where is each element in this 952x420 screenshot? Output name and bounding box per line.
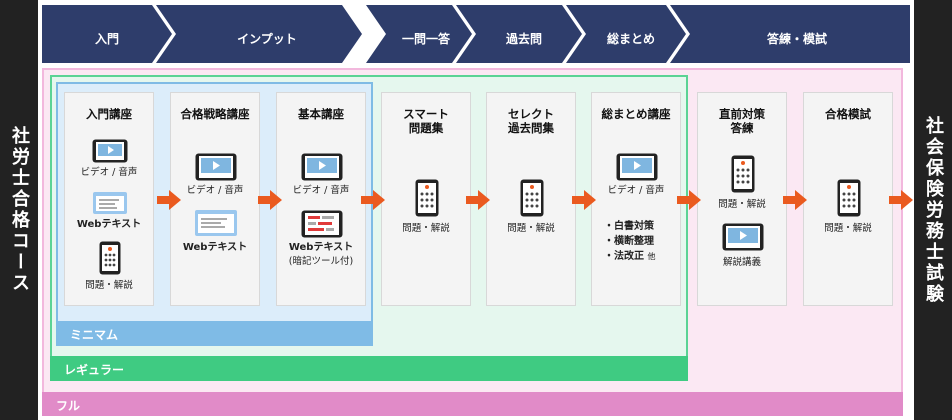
flow-arrow-icon bbox=[572, 190, 596, 210]
qa-label: 問題・解説 bbox=[718, 199, 766, 210]
qa-label: 問題・解説 bbox=[824, 223, 872, 234]
stage-summary: 総まとめ bbox=[606, 31, 655, 46]
card-title: 直前対策答練 bbox=[719, 107, 765, 135]
tablet-video-icon bbox=[195, 153, 237, 181]
phone-qa-icon bbox=[731, 155, 755, 193]
flow-arrow-icon bbox=[361, 190, 385, 210]
memorization-tool-icon bbox=[301, 210, 343, 238]
card-title: 合格模試 bbox=[825, 107, 871, 121]
video-audio-label: ビデオ / 音声 bbox=[186, 185, 244, 196]
web-text-note: (暗記ツール付) bbox=[288, 256, 354, 267]
web-text-icon bbox=[93, 192, 127, 214]
web-text-label: Webテキスト bbox=[182, 242, 248, 253]
tablet-video-icon bbox=[92, 139, 128, 163]
web-text-icon bbox=[195, 210, 237, 236]
stage-input: インプット bbox=[237, 31, 297, 46]
topic-white-paper: ・白書対策 bbox=[604, 221, 654, 232]
flow-arrow-icon bbox=[466, 190, 490, 210]
stage-past-exams: 過去問 bbox=[505, 31, 542, 46]
band-full-label: フル bbox=[42, 392, 903, 416]
qa-label: 問題・解説 bbox=[507, 223, 555, 234]
card-summary-course: 総まとめ講座 ビデオ / 音声 ・白書対策 ・横断整理 ・法改正 他 bbox=[591, 92, 681, 306]
qa-label: 問題・解説 bbox=[85, 280, 133, 291]
topic-law-revision: ・法改正 他 bbox=[604, 251, 656, 262]
card-select-past-exams: セレクト過去問集 問題・解説 bbox=[486, 92, 576, 306]
web-text-label: Webテキスト bbox=[76, 219, 142, 230]
stage-header: 入門 インプット 一問一答 過去問 総まとめ 答練・模試 bbox=[42, 5, 910, 63]
card-title: セレクト過去問集 bbox=[508, 107, 554, 135]
tablet-video-icon bbox=[301, 153, 343, 181]
stage-header-chevrons bbox=[42, 5, 910, 63]
card-title: 入門講座 bbox=[86, 107, 132, 121]
web-text-label: Webテキスト bbox=[288, 242, 354, 253]
card-title: スマート問題集 bbox=[403, 107, 449, 135]
stage-intro: 入門 bbox=[94, 31, 119, 46]
card-smart-workbook: スマート問題集 問題・解説 bbox=[381, 92, 471, 306]
card-final-drill: 直前対策答練 問題・解説 解説講義 bbox=[697, 92, 787, 306]
phone-qa-icon bbox=[415, 179, 439, 217]
video-audio-label: ビデオ / 音声 bbox=[292, 185, 350, 196]
course-name-label: 社労士合格コース bbox=[0, 0, 38, 420]
phone-qa-icon bbox=[99, 241, 121, 275]
summary-topic-list: ・白書対策 ・横断整理 ・法改正 他 bbox=[604, 219, 655, 264]
card-mock-exam: 合格模試 問題・解説 bbox=[803, 92, 893, 306]
card-title: 総まとめ講座 bbox=[601, 107, 671, 121]
card-basic-course: 基本講座 ビデオ / 音声 Webテキスト (暗記ツール付) bbox=[276, 92, 366, 306]
card-title: 合格戦略講座 bbox=[180, 107, 250, 121]
flow-arrow-icon bbox=[889, 190, 913, 210]
flow-arrow-icon bbox=[783, 190, 807, 210]
qa-label: 問題・解説 bbox=[402, 223, 450, 234]
band-minimum-label: ミニマム bbox=[56, 321, 373, 346]
card-intro-course: 入門講座 ビデオ / 音声 Webテキスト 問題・解説 bbox=[64, 92, 154, 306]
video-audio-label: ビデオ / 音声 bbox=[80, 167, 138, 178]
card-strategy-course: 合格戦略講座 ビデオ / 音声 Webテキスト bbox=[170, 92, 260, 306]
band-regular-label: レギュラー bbox=[50, 356, 688, 381]
video-audio-label: ビデオ / 音声 bbox=[607, 185, 665, 196]
phone-qa-icon bbox=[837, 179, 861, 217]
flow-arrow-icon bbox=[157, 190, 181, 210]
tablet-video-icon bbox=[722, 223, 764, 251]
topic-cross-sectional: ・横断整理 bbox=[604, 236, 654, 247]
lecture-label: 解説講義 bbox=[722, 257, 761, 268]
flow-arrow-icon bbox=[677, 190, 701, 210]
stage-drill-mock: 答練・模試 bbox=[766, 31, 827, 46]
flow-arrow-icon bbox=[258, 190, 282, 210]
phone-qa-icon bbox=[520, 179, 544, 217]
tablet-video-icon bbox=[616, 153, 658, 181]
card-title: 基本講座 bbox=[298, 107, 344, 121]
stage-one-question: 一問一答 bbox=[401, 31, 450, 46]
exam-name-label: 社会保険労務士試験 bbox=[914, 0, 952, 420]
